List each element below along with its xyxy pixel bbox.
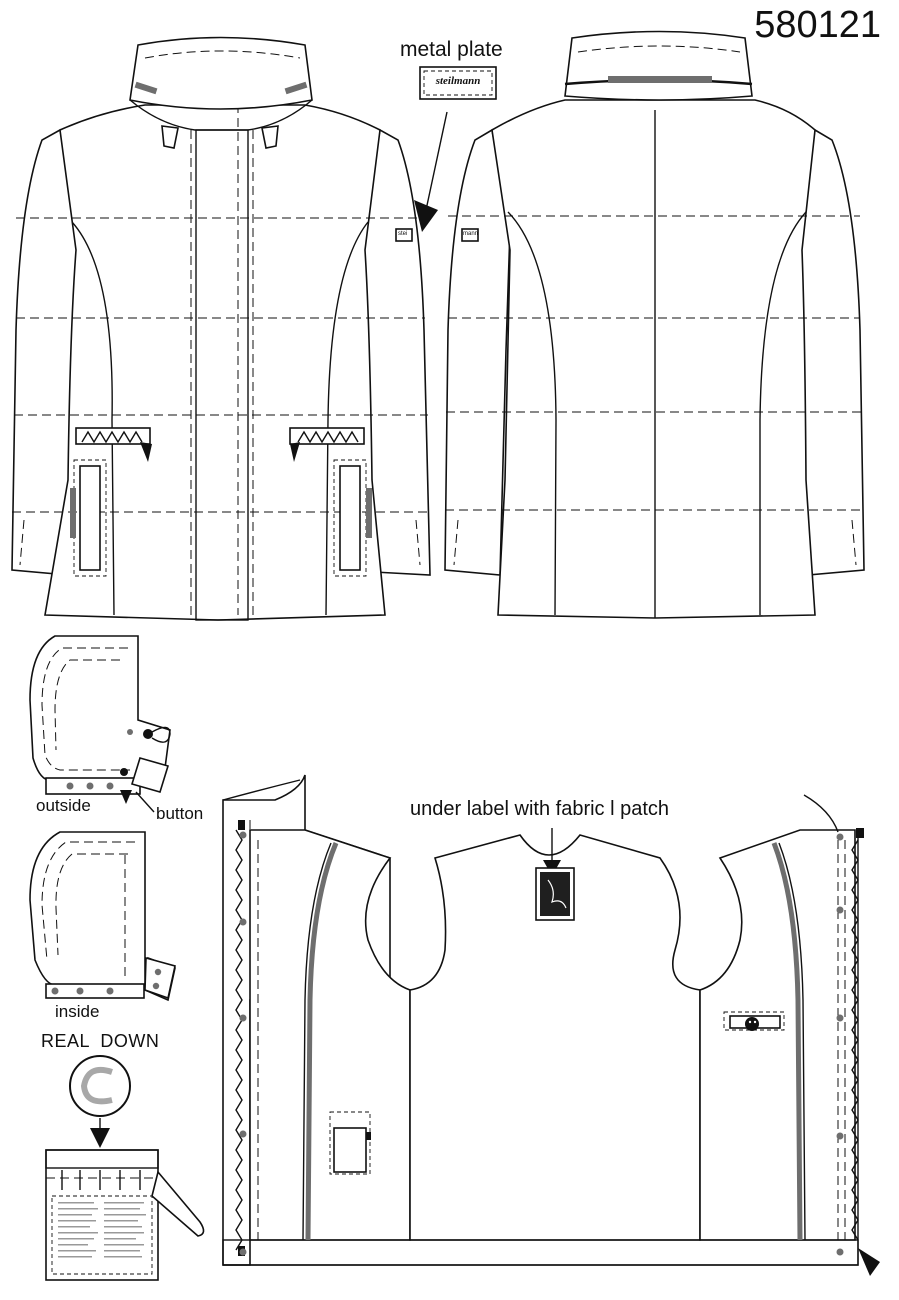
metal-plate-label: metal plate: [400, 38, 503, 61]
front-sleeve-metal-plate: [395, 228, 413, 242]
front-sleeve-tab-text: stei: [398, 231, 408, 237]
hood-inside-view: [29, 831, 176, 1002]
style-number: 580121: [754, 4, 881, 46]
back-sleeve-tab-text: mann: [463, 231, 479, 237]
back-body: [491, 99, 816, 619]
under-label-callout: under label with fabric l patch: [410, 798, 670, 820]
metal-plate-badge: [419, 66, 497, 100]
metal-plate-brand: steilmann: [435, 75, 481, 87]
front-right-sleeve: [361, 128, 431, 576]
back-right-sleeve: [799, 128, 865, 576]
front-body: [44, 104, 386, 621]
down-label-pouch: [45, 1149, 205, 1281]
pouch-fine-print: [58, 1202, 146, 1258]
front-view-jacket: [11, 36, 431, 621]
back-left-sleeve: [444, 128, 511, 576]
front-collar: [129, 36, 313, 110]
back-sleeve-metal-plate: [461, 228, 479, 242]
back-collar: [564, 30, 753, 101]
inside-lining-view: [222, 774, 880, 1276]
front-left-sleeve: [11, 128, 81, 576]
real-down-badge: [69, 1055, 131, 1148]
button-label: button: [156, 804, 204, 823]
real-down-label: REAL DOWN: [41, 1031, 160, 1051]
back-view-jacket: [444, 30, 865, 619]
lining-snaps: [239, 831, 844, 1256]
metal-plate-callout: [414, 66, 497, 232]
hood-inside-label: inside: [55, 1002, 100, 1021]
hood-outside-label: outside: [36, 796, 91, 815]
hood-outside-view: [29, 635, 171, 813]
